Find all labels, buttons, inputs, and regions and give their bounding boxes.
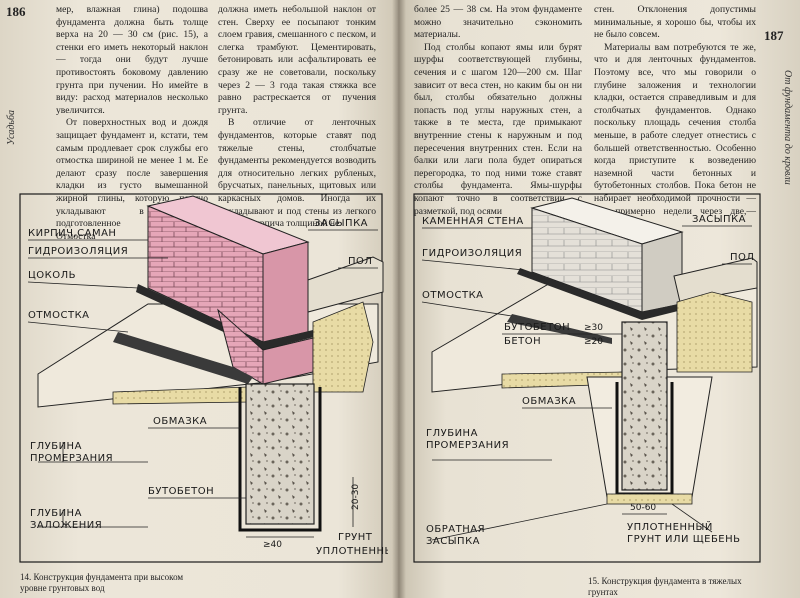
figure-frame <box>19 193 383 563</box>
label-plinth: ЦОКОЛЬ <box>28 270 76 281</box>
text-column-2: должна иметь небольшой наклон от стен. С… <box>218 4 376 231</box>
paragraph: В отличие от ленточных фундаментов, кото… <box>218 117 376 230</box>
label-coating: ОБМАЗКА <box>522 396 576 407</box>
paragraph: более 25 — 38 см. На этом фундаменте мож… <box>414 4 582 41</box>
figure-caption: 15. Конструкция фундамента в тяжелых гру… <box>588 576 742 597</box>
label-rubble-concrete: БУТОБЕТОН <box>148 486 214 497</box>
compacted-base <box>606 493 693 505</box>
paragraph: Под столбы копают ямы или бурят шурфы со… <box>414 41 582 217</box>
dimension-30: ≥30 <box>584 323 603 333</box>
label-ground: ГРУНТ <box>338 532 373 543</box>
label-waterproofing: ГИДРОИЗОЛЯЦИЯ <box>422 248 522 259</box>
paragraph: От поверхностных вод и дождя защищает фу… <box>56 117 208 242</box>
label-floor: ПОЛ <box>348 256 372 267</box>
wall-side <box>641 231 683 313</box>
dimension-50-60: 50-60 <box>630 503 656 513</box>
label-compacted: УПЛОТНЕННЫЙ <box>316 544 388 557</box>
label-concrete: БЕТОН <box>504 336 541 347</box>
label-apron: ОТМОСТКА <box>28 310 90 321</box>
text-column-1: более 25 — 38 см. На этом фундаменте мож… <box>414 4 582 218</box>
label-floor: ПОЛ <box>730 252 754 263</box>
book-gutter <box>392 0 406 598</box>
label-backfill: ЗАСЫПКА <box>692 214 746 225</box>
backfill-sand <box>312 301 374 393</box>
label-rubble-concrete: БУТОБЕТОН <box>504 322 570 333</box>
label-brick: КИРПИЧ,САМАН <box>28 228 116 239</box>
right-page: 187 От фундамента до кровли более 25 — 3… <box>398 0 800 598</box>
floor-slab <box>673 257 758 303</box>
paragraph: должна иметь небольшой наклон от стен. С… <box>218 4 376 116</box>
foundation-column <box>621 321 668 491</box>
label-backfill: ЗАСЫПКА <box>314 218 368 229</box>
figure-15: КАМЕННАЯ СТЕНА ЗАСЫПКА ГИДРОИЗОЛЯЦИЯ ПОЛ… <box>413 193 761 563</box>
waterproofing-layer <box>517 268 690 320</box>
label-stone-wall: КАМЕННАЯ СТЕНА <box>422 216 524 227</box>
figure-frame <box>413 193 761 563</box>
running-head: Ус­адьба <box>6 110 17 146</box>
backfill-sand <box>676 291 753 373</box>
apron-strip <box>113 332 253 384</box>
dimension-40: ≥40 <box>263 540 282 550</box>
label-waterproofing: ГИДРОИЗОЛЯЦИЯ <box>28 246 128 257</box>
paragraph: стен. Отклонения допустимы минимальные, … <box>594 4 756 41</box>
left-page: 186 Ус­адьба мер, влажная глина) подошва… <box>0 0 398 598</box>
paragraph: мер, влажная глина) подошва фундамента д… <box>56 4 208 116</box>
running-head: От фундамента до кровли <box>782 70 793 185</box>
figure-14: КИРПИЧ,САМАН ГИДРОИЗОЛЯЦИЯ ЦОКОЛЬ ОТМОСТ… <box>19 193 388 563</box>
dimension-20: ≥20 <box>584 337 603 347</box>
coating-line <box>238 387 322 532</box>
figure-caption: 14. Конструкция фундамента при высоком у… <box>20 572 184 593</box>
paragraph: Материалы вам потребуются те же, что и д… <box>594 41 756 229</box>
apron-strip <box>507 314 612 344</box>
page-number: 187 <box>764 28 784 43</box>
dimension-20-30: 20-30 <box>351 484 361 510</box>
label-coating: ОБМАЗКА <box>153 416 207 427</box>
label-apron: ОТМОСТКА <box>422 290 484 301</box>
text-column-1: мер, влажная глина) подошва фундамента д… <box>56 4 208 243</box>
foundation-body <box>245 383 315 525</box>
wall-side <box>262 241 309 343</box>
page-number: 186 <box>6 4 26 19</box>
text-column-2: стен. Отклонения допустимы минимальные, … <box>594 4 756 231</box>
